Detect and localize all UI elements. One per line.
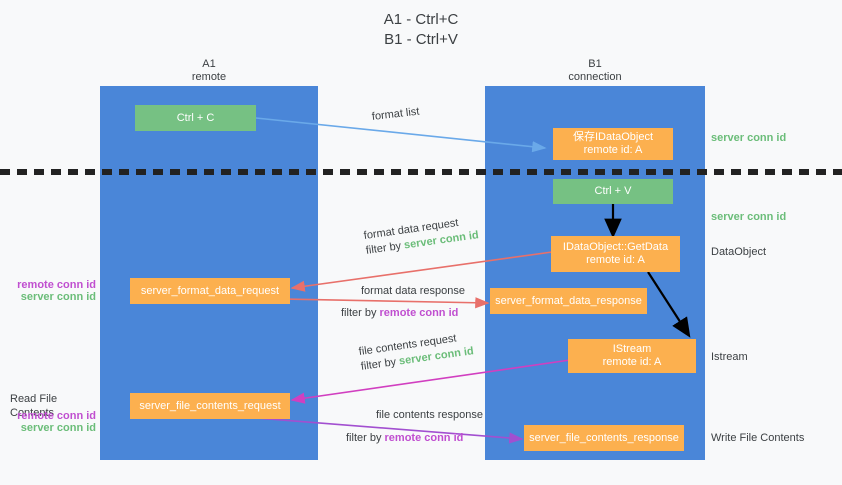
- right-label-server-conn-id-top: server conn id: [711, 132, 787, 144]
- node-getdata-line2: remote id: A: [586, 254, 645, 266]
- node-ctrl-c-label: Ctrl + C: [176, 111, 215, 124]
- node-istream-line1: IStream: [612, 343, 652, 355]
- node-server-format-data-response-label: server_format_data_response: [495, 294, 642, 307]
- column-header-a1: A1 remote: [100, 58, 318, 84]
- left-label-group-format: remote conn id server conn id: [10, 279, 96, 303]
- node-istream[interactable]: IStream remote id: A: [568, 339, 696, 373]
- filter-prefix: filter by: [360, 355, 400, 373]
- title-line-1: A1 - Ctrl+C: [383, 11, 459, 28]
- node-ctrl-v-label: Ctrl + V: [594, 185, 632, 197]
- node-server-format-data-request-label: server_format_data_request: [140, 284, 280, 297]
- left-label-server-conn-id-1: server conn id: [20, 291, 96, 303]
- node-server-file-contents-request-label: server_file_contents_request: [139, 399, 281, 412]
- flow-label-format-data-request: format data request filter by server con…: [363, 213, 480, 259]
- flow-label-file-contents-response: file contents response filter by remote …: [346, 408, 484, 446]
- page-title: A1 - Ctrl+C B1 - Ctrl+V: [0, 10, 842, 50]
- filter-prefix: filter by: [346, 432, 385, 444]
- right-label-server-conn-id-second: server conn id: [711, 211, 787, 223]
- flow-file-contents-response-text: file contents response: [376, 409, 484, 421]
- node-save-idataobject-line1: 保存IDataObject: [572, 131, 654, 143]
- node-server-format-data-response[interactable]: server_format_data_response: [490, 288, 647, 314]
- filter-prefix: filter by: [365, 239, 405, 257]
- column-a1-sub: remote: [191, 71, 227, 83]
- left-label-read-file-contents: Read File Contents: [10, 393, 58, 419]
- filter-value-remote-conn-id: remote conn id: [379, 307, 459, 319]
- left-label-server-conn-id-2: server conn id: [20, 422, 96, 434]
- node-server-format-data-request[interactable]: server_format_data_request: [130, 278, 290, 304]
- node-server-file-contents-response-label: server_file_contents_response: [529, 431, 679, 444]
- right-label-write-file-contents: Write File Contents: [711, 432, 805, 444]
- node-idataobject-getdata[interactable]: IDataObject::GetData remote id: A: [551, 236, 680, 272]
- title-line-2: B1 - Ctrl+V: [384, 31, 458, 48]
- node-ctrl-c[interactable]: Ctrl + C: [135, 105, 256, 131]
- left-label-remote-conn-id-2: remote conn id: [17, 410, 96, 422]
- node-save-idataobject-line2: remote id: A: [583, 144, 643, 156]
- filter-value-remote-conn-id: remote conn id: [384, 432, 464, 444]
- node-getdata-line1: IDataObject::GetData: [562, 241, 669, 253]
- filter-prefix: filter by: [341, 307, 380, 319]
- node-istream-line2: remote id: A: [602, 356, 662, 368]
- flow-label-format-list-text: format list: [371, 105, 421, 123]
- node-server-file-contents-request[interactable]: server_file_contents_request: [130, 393, 290, 419]
- flow-label-format-data-response: format data response filter by remote co…: [341, 284, 465, 321]
- column-b1-sub: connection: [568, 71, 622, 83]
- column-header-b1: B1 connection: [485, 58, 705, 84]
- node-server-file-contents-response[interactable]: server_file_contents_response: [524, 425, 684, 451]
- flow-format-data-response-text: format data response: [361, 285, 465, 297]
- right-label-dataobject: DataObject: [711, 246, 767, 258]
- left-label-group-file: remote conn id server conn id: [10, 410, 96, 434]
- node-save-idataobject[interactable]: 保存IDataObject remote id: A: [553, 128, 673, 160]
- flow-file-contents-response-filter: filter by remote conn id: [346, 431, 483, 446]
- flow-label-format-list: format list: [371, 105, 420, 125]
- column-b1-name: B1: [588, 58, 602, 70]
- left-label-remote-conn-id-1: remote conn id: [17, 279, 96, 291]
- column-a1-name: A1: [202, 58, 216, 70]
- node-ctrl-v[interactable]: Ctrl + V: [553, 179, 673, 204]
- right-label-istream: Istream: [711, 351, 748, 363]
- flow-label-file-contents-request: file contents request filter by server c…: [358, 329, 475, 375]
- flow-format-data-response-filter: filter by remote conn id: [341, 306, 465, 321]
